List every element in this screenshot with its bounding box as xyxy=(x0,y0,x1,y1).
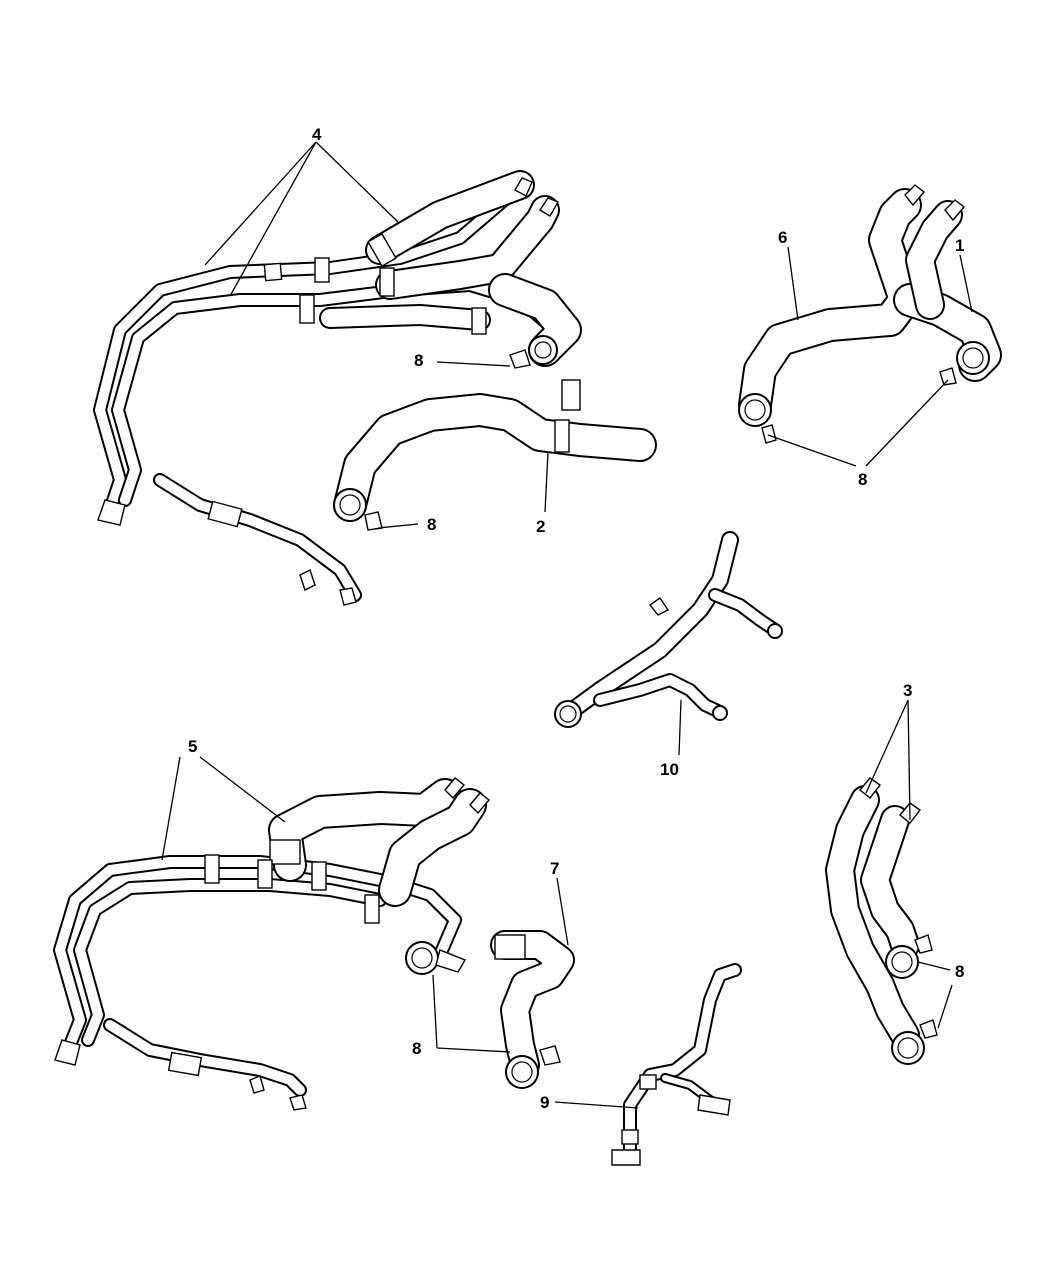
callout-8-top-right: 8 xyxy=(858,470,867,489)
hose-assembly-4 xyxy=(93,170,582,606)
callout-2: 2 xyxy=(536,517,545,536)
callout-1: 1 xyxy=(955,236,964,255)
hose-pair-3 xyxy=(825,777,938,1065)
callout-10: 10 xyxy=(660,760,679,779)
hose-assembly-5 xyxy=(53,777,491,1111)
callout-5: 5 xyxy=(188,737,197,756)
callout-3: 3 xyxy=(903,681,912,700)
callout-4: 4 xyxy=(312,125,322,144)
callout-labels: 4 6 1 8 2 8 8 10 3 8 5 7 8 9 xyxy=(188,125,964,1112)
hose-7 xyxy=(490,930,575,1089)
leader-lines xyxy=(161,141,973,1109)
callout-9: 9 xyxy=(540,1093,549,1112)
callout-8-bottom: 8 xyxy=(412,1039,421,1058)
callout-8-right: 8 xyxy=(955,962,964,981)
hose-6-and-1 xyxy=(738,184,1002,444)
pipe-9 xyxy=(611,963,742,1166)
hose-2 xyxy=(333,379,657,531)
callout-8-top-left: 8 xyxy=(414,351,423,370)
pipe-10 xyxy=(554,531,783,728)
callout-8-hose-2: 8 xyxy=(427,515,436,534)
callout-6: 6 xyxy=(778,228,787,247)
callout-7: 7 xyxy=(550,859,559,878)
